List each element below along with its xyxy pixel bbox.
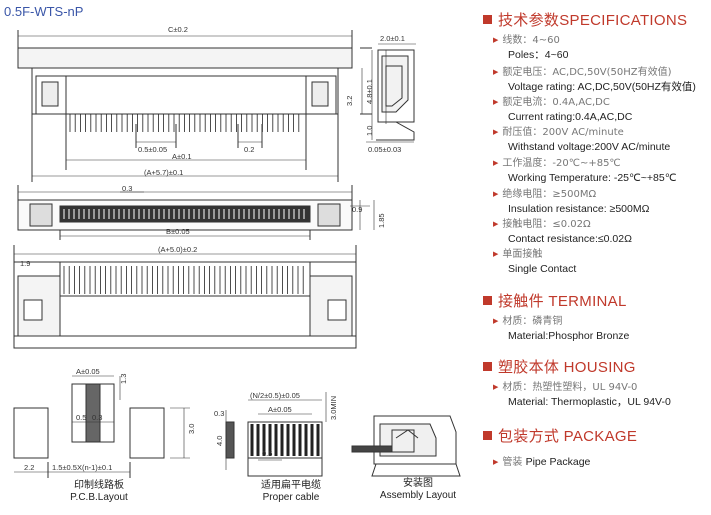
dim-c: C±0.2: [168, 25, 188, 34]
dim-h48: 4.8±0.1: [365, 79, 374, 104]
spec-withstand-en: Withstand voltage:200V AC/minute: [508, 141, 671, 153]
assembly-caption-en: Assembly Layout: [379, 490, 457, 501]
terminal-material-en: Material:Phosphor Bronze: [508, 330, 630, 342]
dim-w005: 0.05±0.03: [368, 145, 401, 154]
spec-withstand-zh: ▶耐压值：200V AC/minute: [493, 127, 624, 138]
dim-a50: (A+5.0)±0.2: [158, 245, 197, 254]
pcb-caption-zh: 印制线路板: [74, 480, 124, 491]
pcb-layout: [13, 375, 190, 478]
spec-panel: 技术参数SPECIFICATIONS ▶线数：4~60 Poles：4~60 ▶…: [483, 0, 711, 515]
dim-a: A±0.1: [172, 152, 192, 161]
dim-cab-30min: 3.0MIN: [329, 396, 338, 420]
dim-w19: 1.9: [20, 259, 30, 268]
housing-heading: 塑胶本体 HOUSING: [483, 356, 636, 377]
proper-cable: [225, 392, 327, 477]
dim-pcb-22: 2.2: [24, 463, 34, 472]
pcb-caption: 印制线路板 P.C.B.Layout: [44, 480, 154, 504]
dim-pitch: 0.5±0.05: [138, 145, 167, 154]
model-number: 0.5F-WTS-nP: [4, 4, 84, 19]
dim-pcb-30: 3.0: [187, 424, 196, 434]
spec-insulation-zh: ▶绝缘电阻：≥500MΩ: [493, 189, 597, 200]
assembly-caption: 安装图 Assembly Layout: [360, 478, 476, 502]
housing-material-en: Material: Thermoplastic，UL 94V-0: [508, 396, 671, 408]
assembly-layout: [351, 415, 461, 477]
front-view: [17, 30, 372, 182]
spec-insulation-en: Insulation resistance: ≥500MΩ: [508, 203, 650, 215]
dim-w02: 0.2: [244, 145, 254, 154]
dim-cab-n: (N/2±0.5)±0.05: [250, 391, 300, 400]
dim-t03: 0.3: [122, 184, 132, 193]
spec-poles-zh: ▶线数：4~60: [493, 35, 560, 46]
spec-current-zh: ▶额定电流：0.4A,AC,DC: [493, 97, 610, 108]
bottom-view: [17, 185, 375, 240]
dim-pcb-03: 0.3: [92, 413, 102, 422]
spec-contact-zh: ▶接触电阻：≤0.02Ω: [493, 219, 591, 230]
dim-pcb-15: 1.5±0.5X(n-1)±0.1: [52, 463, 112, 472]
housing-material-zh: ▶材质：热塑性塑料，UL 94V-0: [493, 382, 638, 393]
package-heading: 包装方式 PACKAGE: [483, 425, 637, 446]
dim-h09: 0.9: [352, 205, 362, 214]
spec-single-zh: ▶单面接触: [493, 249, 543, 260]
dim-pcb-13: 1.3: [119, 374, 128, 384]
cable-caption: 适用扁平电缆 Proper cable: [236, 480, 346, 504]
package-pipe: ▶管装 Pipe Package: [493, 456, 591, 468]
dim-h10: 1.0: [365, 126, 374, 136]
spec-single-en: Single Contact: [508, 263, 577, 275]
dim-a57: (A+5.7)±0.1: [144, 168, 183, 177]
dim-cab-03: 0.3: [214, 409, 224, 418]
cable-caption-en: Proper cable: [262, 492, 320, 503]
terminal-heading: 接触件 TERMINAL: [483, 290, 627, 311]
dim-cab-40: 4.0: [215, 436, 224, 446]
cable-caption-zh: 适用扁平电缆: [261, 480, 321, 491]
terminal-material-zh: ▶材质：磷青铜: [493, 316, 563, 327]
spec-voltage-en: Voltage rating: AC,DC,50V(50HZ有效值): [508, 81, 696, 93]
side-view: [366, 43, 416, 143]
dim-pcb-05: 0.5: [76, 413, 86, 422]
dim-b: B±0.05: [166, 227, 190, 236]
spec-temp-zh: ▶工作温度：-20℃~+85℃: [493, 158, 621, 169]
pcb-caption-en: P.C.B.Layout: [70, 492, 128, 503]
spec-current-en: Current rating:0.4A,AC,DC: [508, 111, 633, 123]
spec-heading: 技术参数SPECIFICATIONS: [483, 9, 687, 30]
top-view: [13, 245, 357, 349]
assembly-caption-zh: 安装图: [403, 478, 433, 489]
dim-h32: 3.2: [345, 96, 354, 106]
dim-top-w: 2.0±0.1: [380, 34, 405, 43]
spec-contact-en: Contact resistance:≤0.02Ω: [508, 233, 632, 245]
dim-h185: 1.85: [377, 213, 386, 228]
dim-cab-a: A±0.05: [268, 405, 292, 414]
spec-temp-en: Working Temperature: -25℃~+85℃: [508, 172, 677, 184]
dim-cab-05: 0.5: [262, 449, 272, 458]
spec-voltage-zh: ▶额定电压：AC,DC,50V(50HZ有效值): [493, 67, 672, 78]
connector-drawing: C±0.2 2.0±0.1 3.2 4.8±0.1 1.0 0.05±0.03 …: [13, 25, 461, 478]
dim-pcb-a: A±0.05: [76, 367, 100, 376]
spec-poles-en: Poles：4~60: [508, 49, 569, 61]
